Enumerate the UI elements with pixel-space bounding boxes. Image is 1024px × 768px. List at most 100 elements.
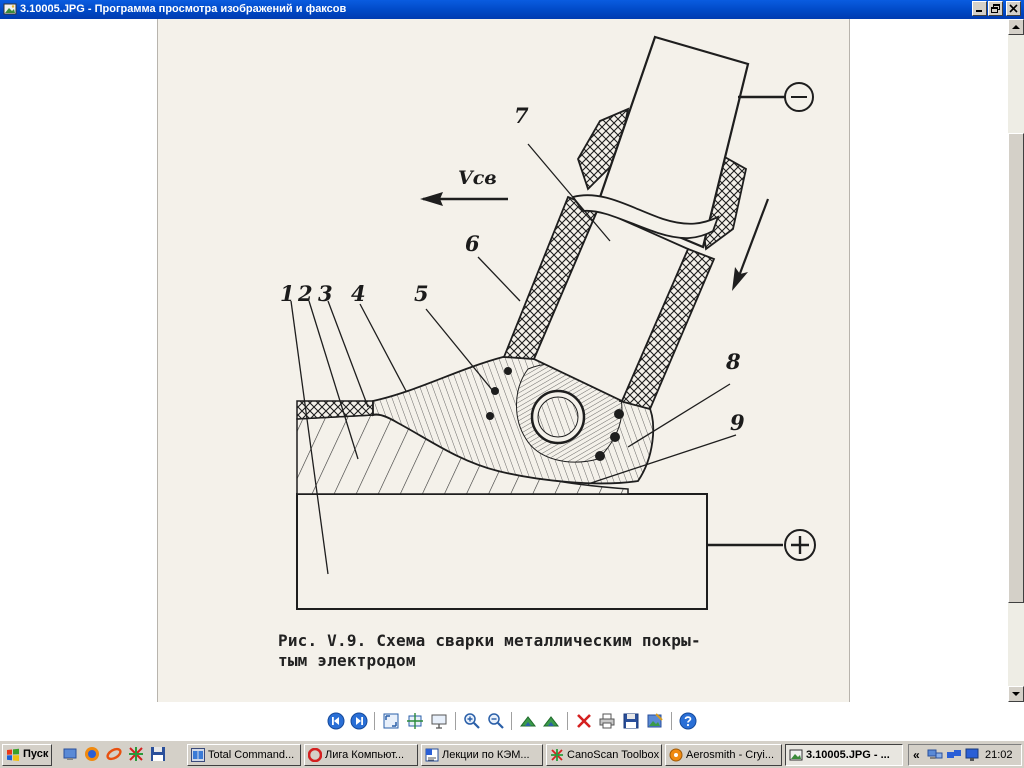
label-6: 6 — [465, 231, 480, 256]
scroll-up-button[interactable] — [1008, 19, 1024, 35]
quicklaunch-show-desktop[interactable] — [62, 746, 78, 762]
opera-icon — [308, 748, 322, 762]
leader-line-3 — [327, 300, 369, 408]
toolbar-separator — [511, 712, 512, 730]
close-icon — [1009, 4, 1018, 13]
task-aerosmith-player[interactable]: Aerosmith - Cryi... — [665, 744, 782, 766]
label-9: 9 — [730, 410, 745, 435]
task-lectures-document[interactable]: Лекции по КЭМ... — [421, 744, 543, 766]
task-label: 3.10005.JPG - ... — [806, 749, 890, 761]
zoom-in-button[interactable] — [463, 712, 481, 730]
scanned-page: 1 2 3 4 5 6 7 8 9 Vсв Рис. V.9. Схема св… — [157, 19, 850, 702]
task-canoscan-toolbox[interactable]: CanoScan Toolbox — [546, 744, 662, 766]
start-label: Пуск — [23, 748, 49, 760]
task-total-commander[interactable]: Total Command... — [187, 744, 301, 766]
floppy-icon — [151, 747, 165, 761]
label-2: 2 — [298, 281, 313, 306]
actual-size-icon — [407, 713, 423, 729]
scroll-thumb[interactable] — [1008, 133, 1024, 603]
arrow-head — [420, 192, 443, 206]
delete-button[interactable] — [575, 712, 593, 730]
monitor-icon — [965, 748, 979, 761]
title-bar[interactable]: 3.10005.JPG - Программа просмотра изобра… — [0, 0, 1024, 19]
zoom-out-button[interactable] — [487, 712, 505, 730]
tray-connection-icon[interactable] — [946, 748, 962, 767]
welding-speed-label: Vсв — [458, 167, 497, 189]
image-viewport[interactable]: 1 2 3 4 5 6 7 8 9 Vсв Рис. V.9. Схема св… — [0, 19, 1008, 702]
print-button[interactable] — [598, 712, 616, 730]
task-label: Aerosmith - Cryi... — [686, 749, 775, 761]
leader-line-8 — [627, 383, 731, 448]
leader-line-5 — [425, 308, 494, 392]
prev-image-icon — [327, 712, 345, 730]
total-commander-icon — [191, 748, 205, 762]
quicklaunch-canoscan[interactable] — [128, 746, 144, 762]
help-button[interactable] — [679, 712, 697, 730]
image-viewer-icon — [3, 2, 17, 16]
arrow-up-icon — [1012, 25, 1020, 29]
start-button[interactable]: Пуск — [2, 744, 52, 766]
firefox-icon — [85, 747, 99, 761]
label-1: 1 — [280, 281, 295, 306]
viewer-toolbar — [0, 702, 1024, 740]
leader-line-6 — [477, 256, 521, 302]
vertical-scrollbar[interactable] — [1008, 19, 1024, 702]
toolbar-separator — [374, 712, 375, 730]
caption-line-1: Рис. V.9. Схема сварки металлическим пок… — [278, 631, 701, 650]
save-button[interactable] — [622, 712, 640, 730]
quicklaunch-browser[interactable] — [84, 746, 100, 762]
rotate-clockwise-button[interactable] — [519, 712, 537, 730]
close-button[interactable] — [1006, 1, 1021, 16]
tray-network-icon[interactable] — [927, 748, 943, 767]
print-icon — [599, 713, 615, 729]
task-image-viewer[interactable]: 3.10005.JPG - ... — [785, 744, 903, 766]
slideshow-button[interactable] — [430, 712, 448, 730]
rotate-clockwise-icon — [519, 716, 537, 727]
toolbar-separator — [671, 712, 672, 730]
minimize-button[interactable] — [972, 1, 987, 16]
task-liga-computer[interactable]: Лига Компьют... — [304, 744, 418, 766]
task-label: CanoScan Toolbox — [567, 749, 660, 761]
leader-line-9 — [587, 434, 737, 485]
prev-image-button[interactable] — [327, 712, 345, 730]
zoom-in-icon — [464, 713, 480, 729]
actual-size-button[interactable] — [406, 712, 424, 730]
connection-icon — [947, 750, 961, 758]
rotate-counterclockwise-button[interactable] — [542, 712, 560, 730]
task-label: Total Command... — [208, 749, 295, 761]
base-metal — [296, 493, 708, 610]
help-icon — [679, 712, 697, 730]
window-title: 3.10005.JPG - Программа просмотра изобра… — [20, 3, 347, 15]
toolbar-separator — [567, 712, 568, 730]
leader-line-1 — [290, 300, 329, 575]
feed-arrow-head — [732, 267, 748, 291]
system-tray: « 21:02 — [908, 744, 1022, 766]
show-desktop-icon — [63, 748, 77, 760]
best-fit-icon — [383, 713, 399, 729]
arrow-down-icon — [1012, 692, 1020, 696]
edit-icon — [647, 713, 663, 728]
restore-button[interactable] — [988, 1, 1003, 16]
minimize-icon — [976, 10, 982, 12]
quicklaunch-app[interactable] — [106, 746, 122, 762]
app-ring-icon — [106, 747, 122, 761]
label-8: 8 — [726, 349, 741, 374]
quicklaunch-save[interactable] — [150, 746, 166, 762]
tray-monitor-icon[interactable] — [965, 748, 981, 767]
task-label: Лекции по КЭМ... — [442, 749, 530, 761]
next-image-button[interactable] — [350, 712, 368, 730]
rotate-counterclockwise-icon — [542, 716, 560, 727]
image-viewer-icon — [789, 749, 803, 761]
best-fit-button[interactable] — [382, 712, 400, 730]
scroll-down-button[interactable] — [1008, 686, 1024, 702]
zoom-out-icon — [488, 713, 504, 729]
tray-expand-chevron[interactable]: « — [913, 748, 920, 762]
edit-button[interactable] — [646, 712, 664, 730]
feed-arrow — [734, 198, 770, 285]
droplet — [614, 409, 624, 419]
electrode-break — [571, 194, 720, 239]
toolbar-separator — [455, 712, 456, 730]
caption-line-2: тым электродом — [278, 651, 416, 670]
electrode-holder — [596, 35, 750, 249]
slideshow-icon — [431, 714, 447, 729]
